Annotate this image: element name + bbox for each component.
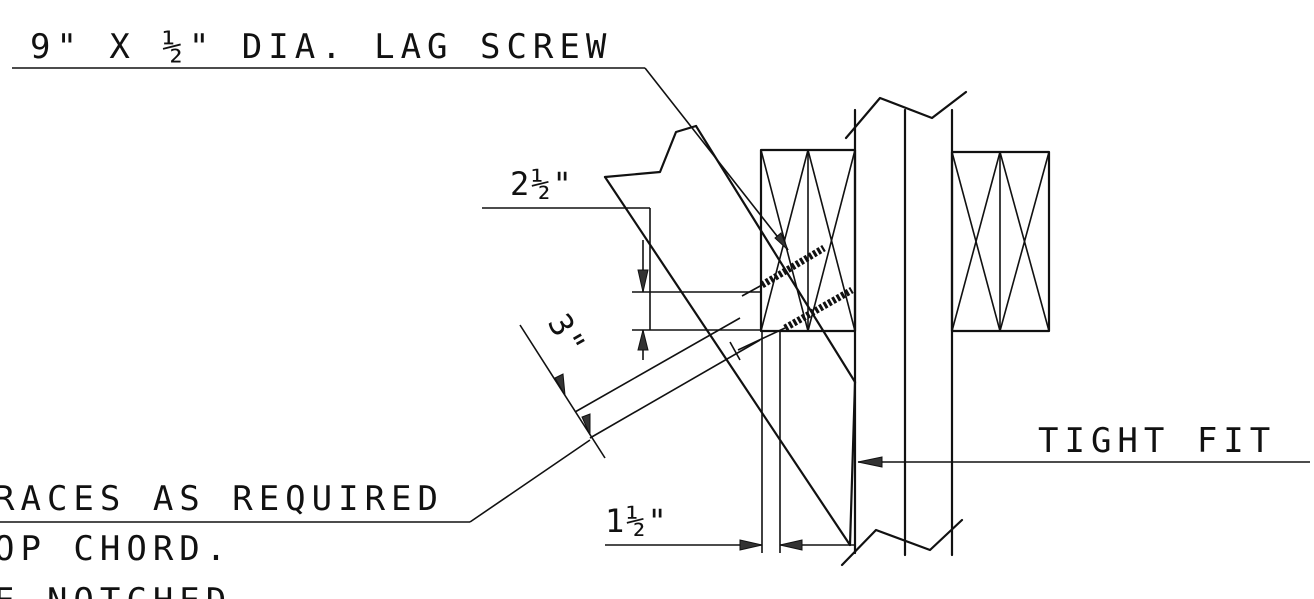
diagonal-brace <box>603 124 857 547</box>
note-line-3: E NOTCHED <box>0 581 232 599</box>
note-line-1: RACES AS REQUIRED <box>0 479 444 519</box>
left-block <box>759 148 857 333</box>
lag-screw-upper <box>741 244 826 297</box>
lag-screw-leader <box>12 67 789 251</box>
brace-thickness-lines <box>761 331 781 553</box>
dim-2-half <box>482 207 762 360</box>
right-block <box>950 150 1051 333</box>
lag-screw-lower <box>729 286 854 361</box>
dim-1-half-label: 1½" <box>605 502 669 540</box>
lag-screw-label: 9" X ½" DIA. LAG SCREW <box>30 27 612 67</box>
note-line-2: OP CHORD. <box>0 529 232 569</box>
dim-3 <box>519 317 761 459</box>
dim-2-half-label: 2½" <box>510 165 574 203</box>
tight-fit-label: TIGHT FIT <box>1038 421 1276 461</box>
tight-fit-leader <box>857 456 1310 468</box>
vertical-chord <box>840 90 968 567</box>
dim-3-label: 3" <box>540 307 594 363</box>
dim-1-half <box>605 539 855 551</box>
note-leader <box>0 439 591 523</box>
